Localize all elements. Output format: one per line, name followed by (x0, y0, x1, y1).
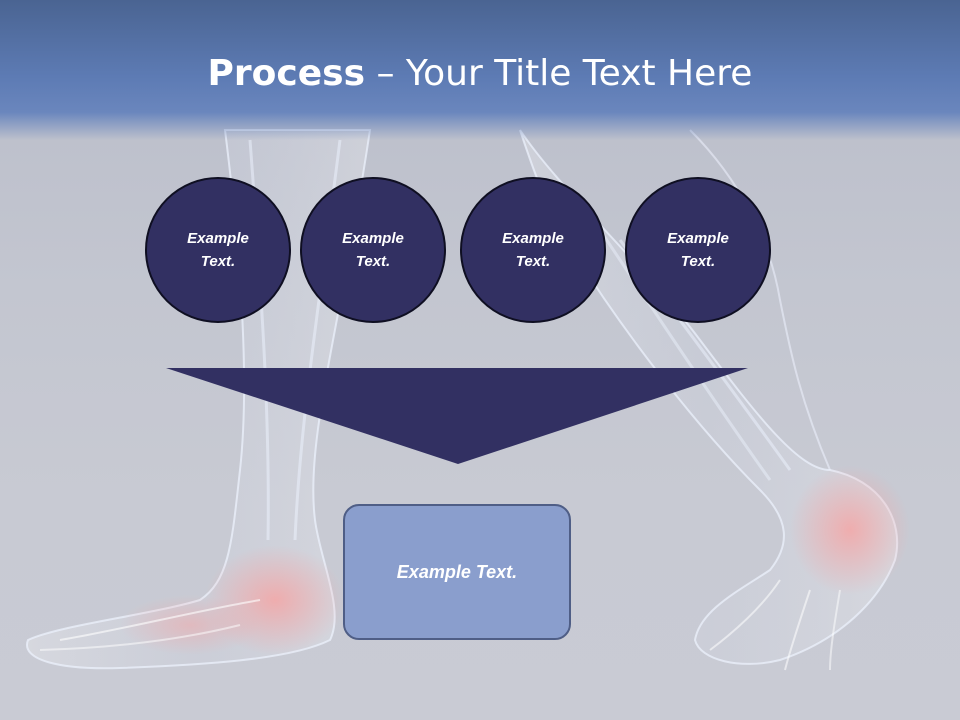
step-label-1: Example Text. (187, 230, 249, 270)
step-circle-2[interactable]: Example Text. (300, 177, 446, 323)
step-label-3: Example Text. (502, 230, 564, 270)
step-circle-1[interactable]: Example Text. (145, 177, 291, 323)
title-rest: – Your Title Text Here (365, 53, 753, 94)
slide-title: Process – Your Title Text Here (0, 50, 960, 98)
result-label: Example Text. (396, 561, 518, 582)
step-label-4: Example Text. (667, 230, 729, 270)
result-box[interactable]: Example Text. (343, 504, 571, 640)
title-strong: Process (207, 53, 366, 94)
step-circle-4[interactable]: Example Text. (625, 177, 771, 323)
step-label-2: Example Text. (342, 230, 404, 270)
title-bar (0, 0, 960, 140)
step-circle-3[interactable]: Example Text. (460, 177, 606, 323)
